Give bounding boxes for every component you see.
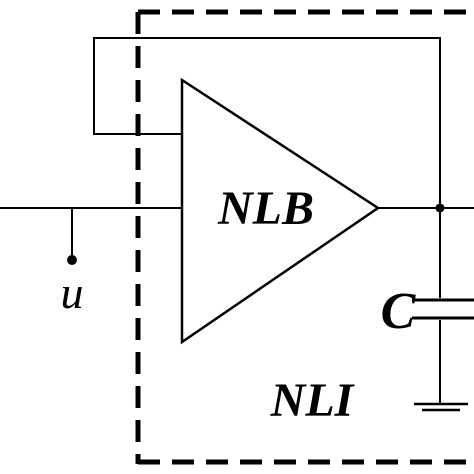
nli-label: NLI [270, 374, 356, 427]
input-node-dot [67, 255, 77, 265]
nlb-label: NLB [217, 182, 314, 235]
capacitor-label: C [381, 283, 417, 340]
nli-boundary [135, 9, 474, 465]
nlb-triangle [180, 77, 381, 345]
feedback-wire [93, 37, 441, 208]
ground-icon [414, 402, 468, 412]
input-label: u [61, 267, 84, 318]
